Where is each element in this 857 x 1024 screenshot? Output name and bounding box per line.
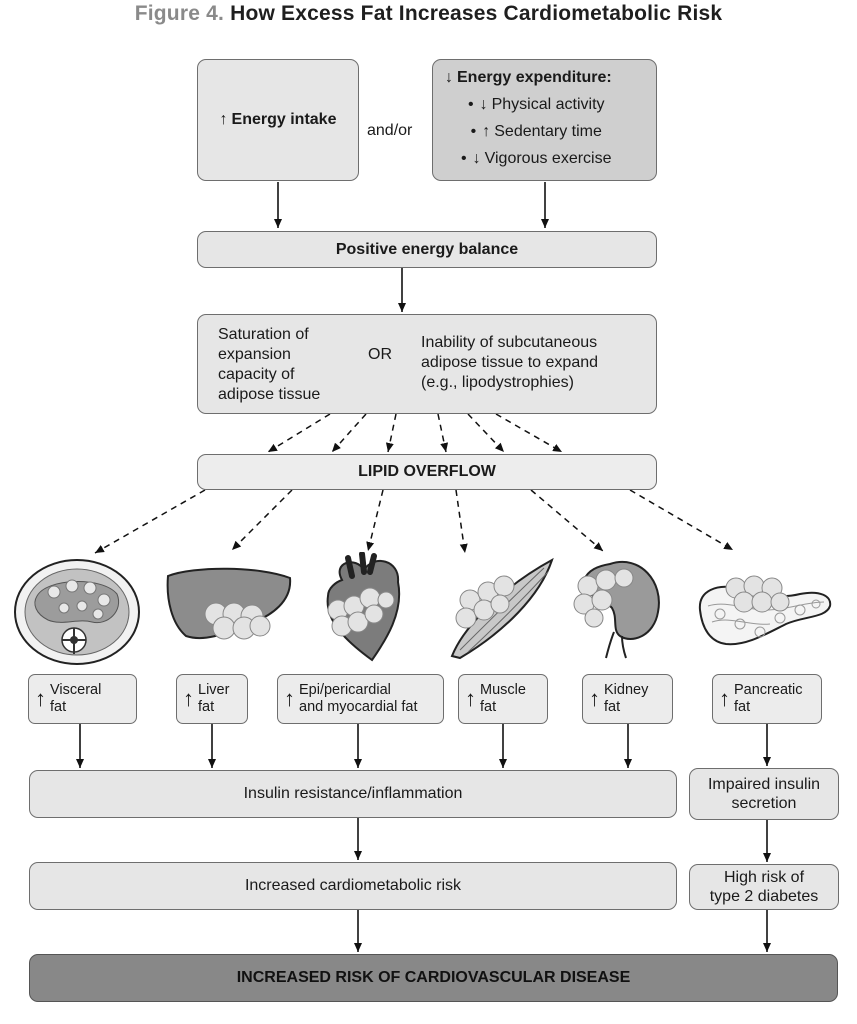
dashed-saturation-overflow-6 [495,413,563,453]
saturation-box: Saturation of expansion capacity of adip… [197,314,657,414]
bullet-icon: • [467,96,474,114]
up-arrow-icon: ↑ [589,686,600,711]
up-arrow-icon: ↑ [719,686,730,711]
up-arrow-icon: ↑ [482,123,491,141]
cardiac-fat-box: ↑Epi/pericardial and myocardial fat [277,674,444,724]
saturation-right-label: Inability of subcutaneous adipose tissue… [421,334,599,391]
bullet-icon: • [461,150,467,168]
lipid-overflow-box: LIPID OVERFLOW [197,454,657,490]
saturation-left-label: Saturation of expansion capacity of adip… [218,326,321,403]
energy-intake-label: Energy intake [231,111,337,129]
visceral-fat-box: ↑Visceral fat [28,674,137,724]
dashed-saturation-overflow-1 [267,413,331,453]
positive-energy-balance-box: Positive energy balance [197,231,657,268]
energy-intake-box: ↑Energy intake [197,59,359,181]
or-label: OR [368,346,392,363]
figure-title-text: How Excess Fat Increases Cardiometabolic… [230,2,723,25]
dashed-overflow-liver [231,489,293,551]
positive-energy-balance-label: Positive energy balance [335,240,519,258]
list-item: •↑Sedentary time [470,123,602,141]
impaired-secretion-box: Impaired insulin secretion [689,768,839,820]
kidney-fat-box: ↑Kidney fat [582,674,673,724]
up-arrow-icon: ↑ [183,686,194,711]
list-item: •↓Physical activity [467,96,605,114]
bullet-icon: • [470,123,477,141]
pancreatic-fat-box: ↑Pancreatic fat [712,674,822,724]
up-arrow-icon: ↑ [219,111,228,129]
cardiometabolic-risk-box: Increased cardiometabolic risk [29,862,677,910]
dashed-saturation-overflow-4 [437,413,449,453]
liver-icon [166,567,292,640]
up-arrow-icon: ↑ [284,686,295,711]
dashed-saturation-overflow-5 [467,413,505,453]
kidney-icon [573,561,660,659]
insulin-resistance-box: Insulin resistance/inflammation [29,770,677,818]
energy-expenditure-label: Energy expenditure: [457,69,612,86]
dashed-overflow-pancreas [629,489,734,551]
pancreatic-fat-label: Pancreatic fat [734,682,803,715]
abdomen-cross-section-icon [14,559,140,665]
down-arrow-icon: ↓ [472,150,481,168]
visceral-fat-label: Visceral fat [50,682,102,715]
diabetes-risk-box: High risk of type 2 diabetes [689,864,839,910]
dashed-saturation-overflow-2 [331,413,367,453]
liver-fat-box: ↑Liver fat [176,674,248,724]
dashed-overflow-muscle [455,489,468,554]
insulin-resistance-label: Insulin resistance/inflammation [243,785,463,803]
heart-icon [326,552,401,662]
muscle-fat-label: Muscle fat [480,682,526,715]
dashed-overflow-visceral [94,489,206,554]
down-arrow-icon: ↓ [445,69,453,86]
figure-number: Figure 4. [134,2,225,25]
impaired-secretion-label: Impaired insulin secretion [707,776,821,812]
up-arrow-icon: ↑ [465,686,476,711]
and-or-label: and/or [367,122,413,139]
up-arrow-icon: ↑ [35,686,46,711]
cardiometabolic-risk-label: Increased cardiometabolic risk [244,877,462,895]
dashed-saturation-overflow-3 [385,413,397,453]
dashed-overflow-heart [366,489,384,552]
pancreas-icon [698,575,832,646]
energy-expenditure-box: ↓Energy expenditure: •↓Physical activity… [432,59,657,181]
lipid-overflow-label: LIPID OVERFLOW [358,463,496,481]
muscle-fat-box: ↑Muscle fat [458,674,548,724]
diabetes-risk-label: High risk of type 2 diabetes [709,869,819,905]
down-arrow-icon: ↓ [479,96,488,114]
kidney-fat-label: Kidney fat [604,682,649,715]
figure-title: Figure 4. How Excess Fat Increases Cardi… [0,2,857,26]
dashed-overflow-kidney [530,489,604,552]
list-item: •↓Vigorous exercise [461,150,612,168]
muscle-icon [450,557,554,660]
cardiac-fat-label: Epi/pericardial and myocardial fat [299,682,418,715]
liver-fat-label: Liver fat [198,682,230,715]
expenditure-list: •↓Physical activity •↑Sedentary time •↓V… [461,91,612,172]
cvd-risk-label: INCREASED RISK OF CARDIOVASCULAR DISEASE [236,969,631,987]
cvd-risk-box: INCREASED RISK OF CARDIOVASCULAR DISEASE [29,954,838,1002]
